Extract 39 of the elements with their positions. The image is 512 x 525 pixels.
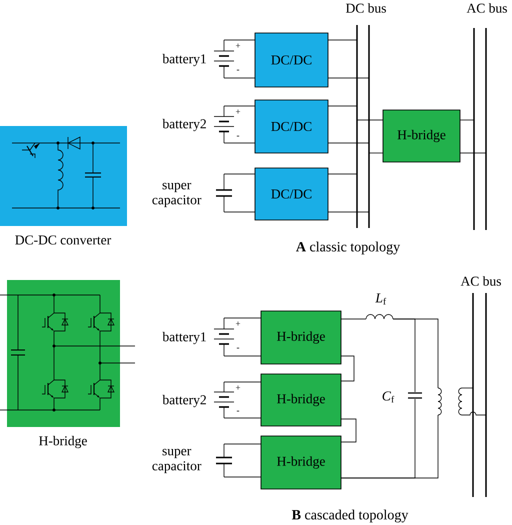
transformer-symbol — [438, 388, 462, 416]
polarity-sign: - — [236, 410, 240, 412]
wire — [340, 414, 438, 478]
wire — [340, 318, 366, 320]
node-label: H-bridge — [39, 436, 87, 448]
node-label: battery2 — [162, 118, 206, 132]
dc-dc-block: DC/DC — [254, 168, 328, 220]
topology-caption: B cascaded topology — [292, 510, 408, 522]
node-label: battery1 — [162, 332, 206, 344]
node-label: super capacitor — [152, 448, 202, 474]
polarity-sign: + — [236, 321, 240, 326]
h-bridge-block: H-bridge — [260, 436, 342, 490]
node-label: battery1 — [162, 54, 206, 66]
h-bridge-block: H-bridge — [382, 110, 460, 162]
node-label: AC bus — [460, 276, 501, 286]
dc-dc-block: DC/DC — [254, 100, 328, 154]
h-bridge-block: H-bridge — [260, 310, 342, 364]
node-label: super capacitor — [152, 182, 202, 208]
wire — [340, 418, 356, 442]
node-label: L$_{f}$ — [375, 294, 386, 304]
node-label: battery2 — [162, 394, 206, 408]
wire — [462, 412, 486, 416]
node-label: AC bus — [466, 3, 507, 13]
h-bridge-block: H-bridge — [260, 374, 342, 426]
node-label: C$_{f}$ — [382, 391, 394, 403]
wire — [392, 318, 438, 388]
wire — [224, 476, 262, 478]
topology-caption: A classic topology — [296, 242, 400, 254]
polarity-sign: + — [236, 109, 240, 114]
wire — [460, 152, 486, 154]
dc-dc-block: DC/DC — [254, 32, 328, 88]
polarity-sign: + — [236, 385, 240, 390]
wire — [340, 356, 354, 382]
wire — [368, 152, 384, 154]
node-label: DC bus — [346, 3, 386, 13]
wire — [224, 142, 256, 144]
polarity-sign: + — [236, 43, 240, 48]
wire — [328, 142, 370, 144]
node-label: DC-DC converter — [15, 235, 112, 245]
